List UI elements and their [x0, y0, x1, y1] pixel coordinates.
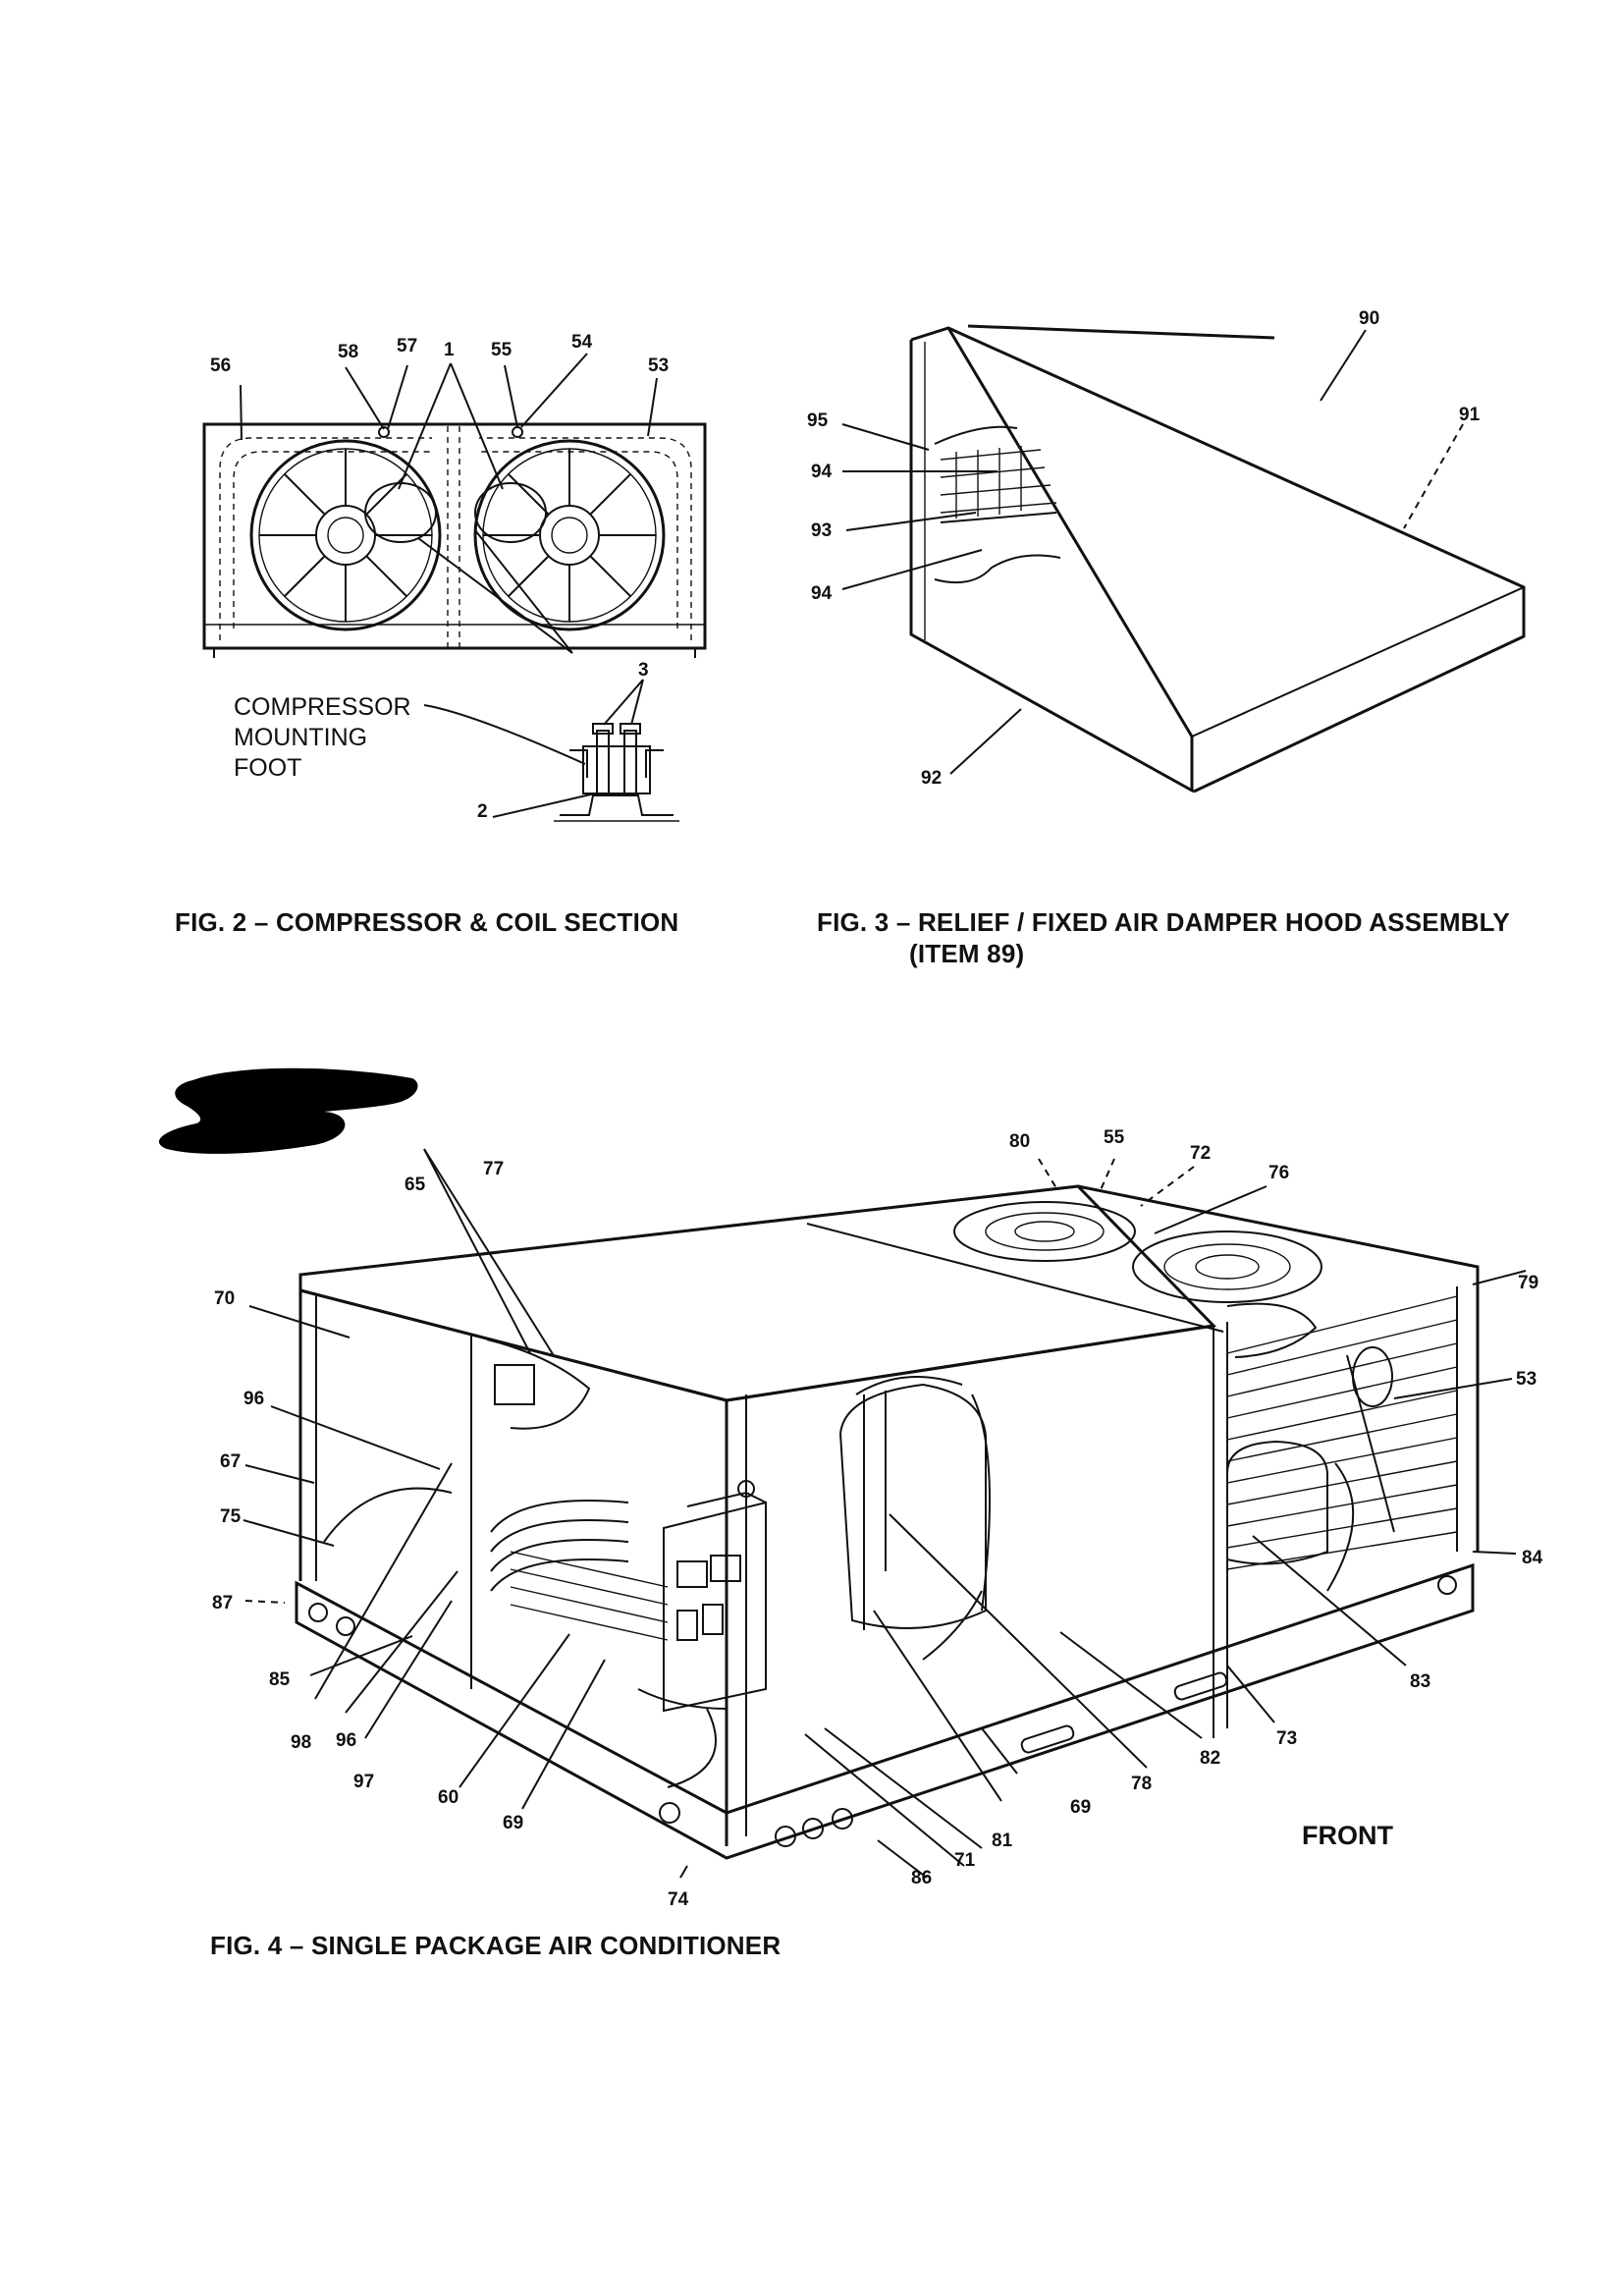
- callout-55: 55: [491, 340, 512, 360]
- callout-55: 55: [1104, 1127, 1125, 1148]
- callout-70: 70: [214, 1288, 235, 1309]
- callout-92: 92: [921, 768, 942, 789]
- callout-1: 1: [444, 340, 455, 360]
- callout-58: 58: [338, 342, 358, 362]
- fig2-compressor-mounting-foot-note: COMPRESSOR MOUNTING FOOT: [234, 693, 411, 782]
- fig2-coil-right-inner: [479, 451, 678, 629]
- fig3-caption: FIG. 3 – RELIEF / FIXED AIR DAMPER HOOD …: [817, 907, 1510, 937]
- fig4-base-rail: [295, 1562, 1475, 1860]
- callout-53: 53: [648, 355, 669, 376]
- callout-76: 76: [1268, 1163, 1289, 1183]
- fig3-hood-outline: [910, 326, 1526, 793]
- fig2-compressor-left: [364, 482, 437, 543]
- fig2-compressor-right: [474, 482, 547, 543]
- callout-80: 80: [1009, 1131, 1030, 1152]
- fig4-fan-grille-front: [1132, 1230, 1322, 1303]
- callout-84: 84: [1522, 1548, 1543, 1568]
- callout-94-lower: 94: [811, 583, 833, 604]
- fig4-fan-grille-rear: [953, 1201, 1136, 1262]
- fig3-drawing: [841, 324, 1526, 793]
- callout-57: 57: [397, 336, 417, 356]
- fig2-caption: FIG. 2 – COMPRESSOR & COIL SECTION: [175, 907, 679, 937]
- callout-95: 95: [807, 410, 829, 431]
- fig2-fitting-55: [512, 426, 523, 438]
- fig4-control-box: [663, 1501, 767, 1713]
- callout-97: 97: [353, 1772, 374, 1792]
- fig3-callouts: 90 91 95 94 93 94 92: [807, 308, 1481, 789]
- fig2-fan-right: [473, 439, 666, 631]
- fig4-condenser-coil: [1226, 1286, 1458, 1570]
- callout-83: 83: [1410, 1671, 1430, 1692]
- fig4-callouts: 80 55 72 76 77 65 70 79 96 53 67 75 84 8…: [212, 1127, 1543, 1910]
- fig4-drawing: [243, 1148, 1527, 1879]
- callout-65: 65: [404, 1175, 426, 1195]
- callout-82: 82: [1200, 1748, 1220, 1769]
- fig3-top-flange: [967, 324, 1275, 340]
- fig4-compressor: [1226, 1440, 1328, 1565]
- fig2-mounting-foot-detail: [423, 679, 679, 822]
- fig4-blower: [838, 1383, 987, 1629]
- fig4-evaporator-coil: [490, 1500, 669, 1641]
- fig3-damper-grid: [940, 446, 1057, 523]
- callout-87: 87: [212, 1593, 233, 1613]
- callout-2: 2: [477, 801, 488, 822]
- callout-60: 60: [438, 1787, 458, 1808]
- callout-77: 77: [483, 1159, 504, 1179]
- callout-56: 56: [210, 355, 231, 376]
- callout-94-upper: 94: [811, 462, 833, 482]
- callout-54: 54: [571, 332, 593, 353]
- callout-67: 67: [220, 1451, 241, 1472]
- fig2-callouts: 56 58 57 1 55 54 53 3 2: [210, 332, 669, 822]
- callout-69-left: 69: [503, 1813, 523, 1833]
- callout-93: 93: [811, 520, 832, 541]
- fig3-hood-front-edge: [946, 327, 1194, 738]
- fig2-fan-left: [249, 439, 442, 631]
- fig3-hood-side: [909, 340, 1195, 793]
- callout-53: 53: [1516, 1369, 1537, 1390]
- fig4-caption: FIG. 4 – SINGLE PACKAGE AIR CONDITIONER: [210, 1931, 782, 1960]
- callout-81: 81: [992, 1831, 1013, 1851]
- callout-96-lower: 96: [336, 1730, 356, 1751]
- callout-74: 74: [668, 1889, 689, 1910]
- callout-86: 86: [911, 1868, 932, 1888]
- fig2-fitting-57: [378, 426, 390, 438]
- callout-3: 3: [638, 660, 649, 681]
- fig2-coil-left: [219, 437, 432, 640]
- callout-96-upper: 96: [243, 1389, 264, 1409]
- callout-73: 73: [1276, 1728, 1297, 1749]
- callout-79: 79: [1518, 1273, 1538, 1293]
- callout-75: 75: [220, 1506, 242, 1527]
- fig3-cutaway: [934, 425, 1018, 445]
- callout-91: 91: [1459, 405, 1481, 425]
- fig3-caption-item: (ITEM 89): [909, 939, 1025, 968]
- callout-71: 71: [954, 1850, 976, 1871]
- redaction-mark: [158, 1067, 418, 1154]
- fig4-right-top-edge: [1077, 1184, 1480, 1552]
- fig2-cabinet-outline: [202, 422, 707, 650]
- callout-72: 72: [1190, 1143, 1211, 1164]
- callout-69-right: 69: [1070, 1797, 1091, 1818]
- fig4-front-label: FRONT: [1302, 1821, 1393, 1850]
- callout-85: 85: [269, 1669, 291, 1690]
- callout-98: 98: [291, 1732, 311, 1753]
- fig2-drawing: [202, 353, 707, 658]
- callout-78: 78: [1131, 1774, 1152, 1794]
- fig2-coil-right: [479, 437, 692, 640]
- callout-90: 90: [1359, 308, 1379, 329]
